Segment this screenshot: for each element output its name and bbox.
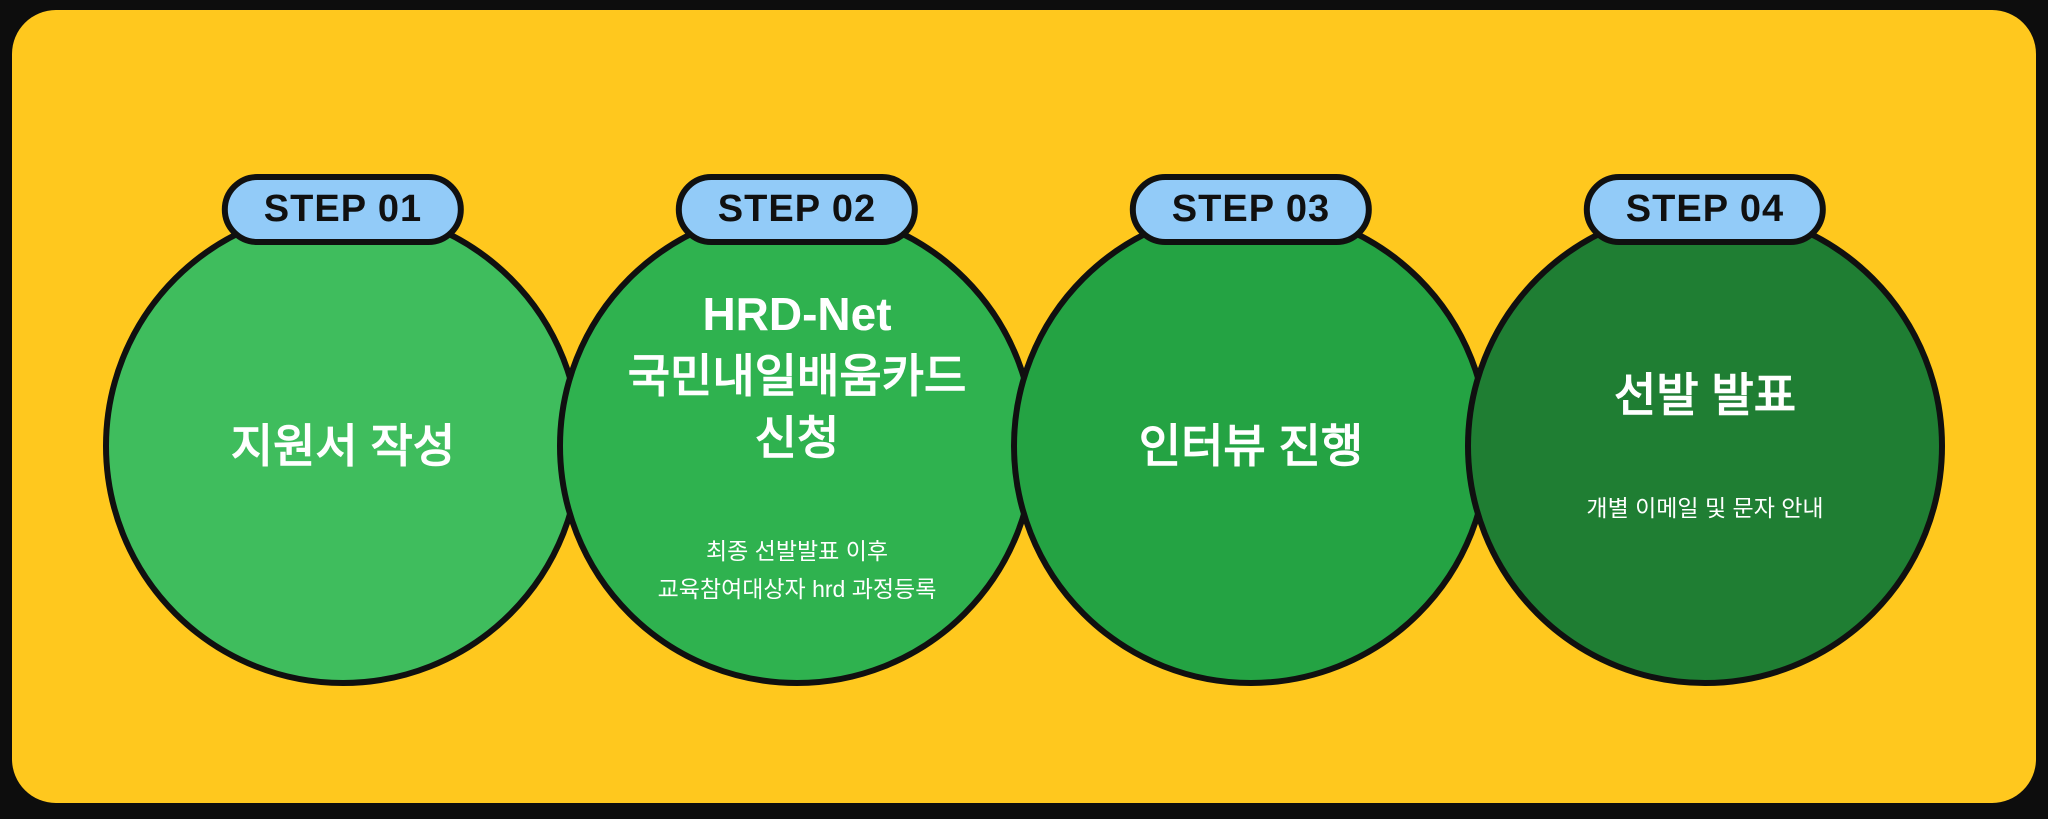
yellow-panel: STEP 01 지원서 작성 STEP 02 HRD-Net 국민내일배움카드 … (12, 10, 2036, 803)
step-title-4: 선발 발표 (1613, 368, 1797, 421)
step-circle-3: 인터뷰 진행 (1011, 206, 1491, 686)
step-card-4: STEP 04 선발 발표 개별 이메일 및 문자 안내 (1465, 174, 1945, 686)
step-badge-1: STEP 01 (221, 174, 465, 245)
process-steps-diagram: STEP 01 지원서 작성 STEP 02 HRD-Net 국민내일배움카드 … (12, 174, 2036, 686)
step-card-3: STEP 03 인터뷰 진행 (1011, 174, 1491, 686)
step-badge-3: STEP 03 (1129, 174, 1373, 245)
step-subtitle-2: 최종 선발발표 이후 교육참여대상자 hrd 과정등록 (657, 538, 937, 603)
step-badge-2: STEP 02 (675, 174, 919, 245)
step-subtitle-4: 개별 이메일 및 문자 안내 (1586, 495, 1824, 522)
step-title-1: 지원서 작성 (230, 419, 456, 472)
step-title-2: HRD-Net 국민내일배움카드 신청 (627, 287, 967, 465)
step-card-2: STEP 02 HRD-Net 국민내일배움카드 신청 최종 선발발표 이후 교… (557, 174, 1037, 686)
step-title-3: 인터뷰 진행 (1138, 419, 1364, 472)
step-circle-4: 선발 발표 개별 이메일 및 문자 안내 (1465, 206, 1945, 686)
step-circle-2: HRD-Net 국민내일배움카드 신청 최종 선발발표 이후 교육참여대상자 h… (557, 206, 1037, 686)
step-badge-4: STEP 04 (1583, 174, 1827, 245)
step-circle-1: 지원서 작성 (103, 206, 583, 686)
step-card-1: STEP 01 지원서 작성 (103, 174, 583, 686)
